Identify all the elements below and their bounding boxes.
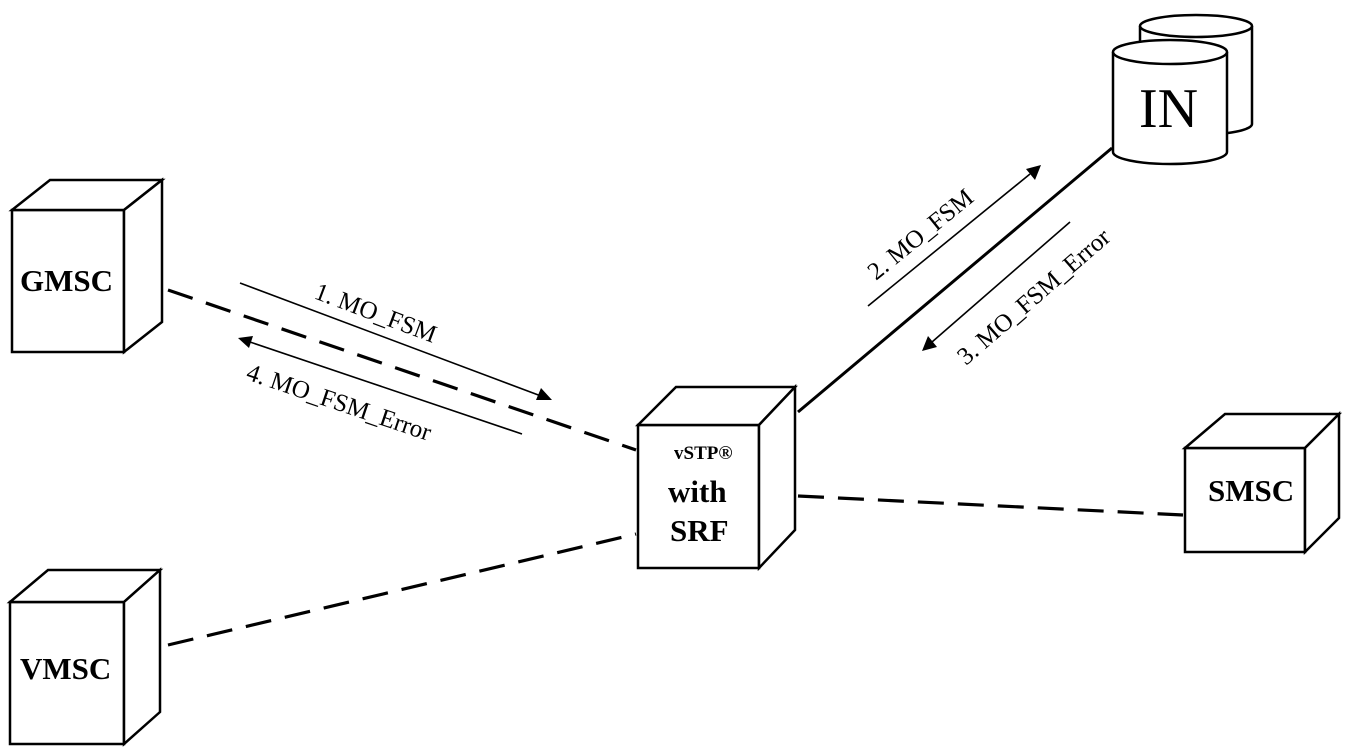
in-front-cylinder: [1111, 38, 1229, 166]
gmsc-cube-side: [122, 177, 164, 355]
link-gmsc-vstp: [167, 288, 637, 452]
message-1-arrowhead: [536, 388, 552, 400]
in-label: IN: [1139, 78, 1198, 140]
in-node: IN: [1111, 13, 1254, 166]
message-3-arrowhead: [922, 336, 937, 351]
in-front-cylinder-body: [1111, 52, 1229, 166]
message-3: 3. MO_FSM_Error: [922, 221, 1116, 371]
message-4: 4. MO_FSM_Error: [238, 336, 523, 447]
gmsc-label: GMSC: [20, 263, 113, 298]
smsc-node: SMSC: [1181, 410, 1343, 556]
message-4-arrow-line: [246, 340, 523, 435]
vstp-label-line1: vSTP®: [674, 443, 733, 464]
vstp-cube-side: [757, 383, 797, 572]
in-back-cylinder-top: [1138, 13, 1254, 39]
message-1-arrow-line: [239, 282, 542, 397]
link-vstp-in: [797, 146, 1113, 414]
smsc-cube-side: [1303, 410, 1341, 556]
message-4-arrowhead: [238, 336, 253, 348]
vstp-node: vSTP® with SRF: [634, 383, 798, 572]
vmsc-node: VMSC: [6, 567, 164, 747]
message-3-arrow-line: [931, 221, 1071, 343]
message-2: 2. MO_FSM: [863, 165, 1041, 307]
in-front-cylinder-top: [1111, 38, 1229, 66]
message-2-arrowhead: [1026, 165, 1041, 180]
link-vmsc-vstp: [167, 532, 637, 647]
message-2-arrow-line: [867, 173, 1031, 307]
gmsc-node: GMSC: [8, 177, 166, 355]
vstp-label-line3: SRF: [670, 513, 729, 548]
message-1-label: 1. MO_FSM: [311, 278, 440, 348]
message-2-label: 2. MO_FSM: [863, 184, 979, 286]
message-3-label: 3. MO_FSM_Error: [952, 223, 1116, 370]
vstp-label-line2: with: [668, 474, 727, 509]
smsc-label: SMSC: [1208, 473, 1294, 508]
vmsc-label: VMSC: [20, 651, 111, 686]
link-vstp-smsc: [797, 494, 1184, 517]
vmsc-cube-side: [122, 567, 162, 747]
